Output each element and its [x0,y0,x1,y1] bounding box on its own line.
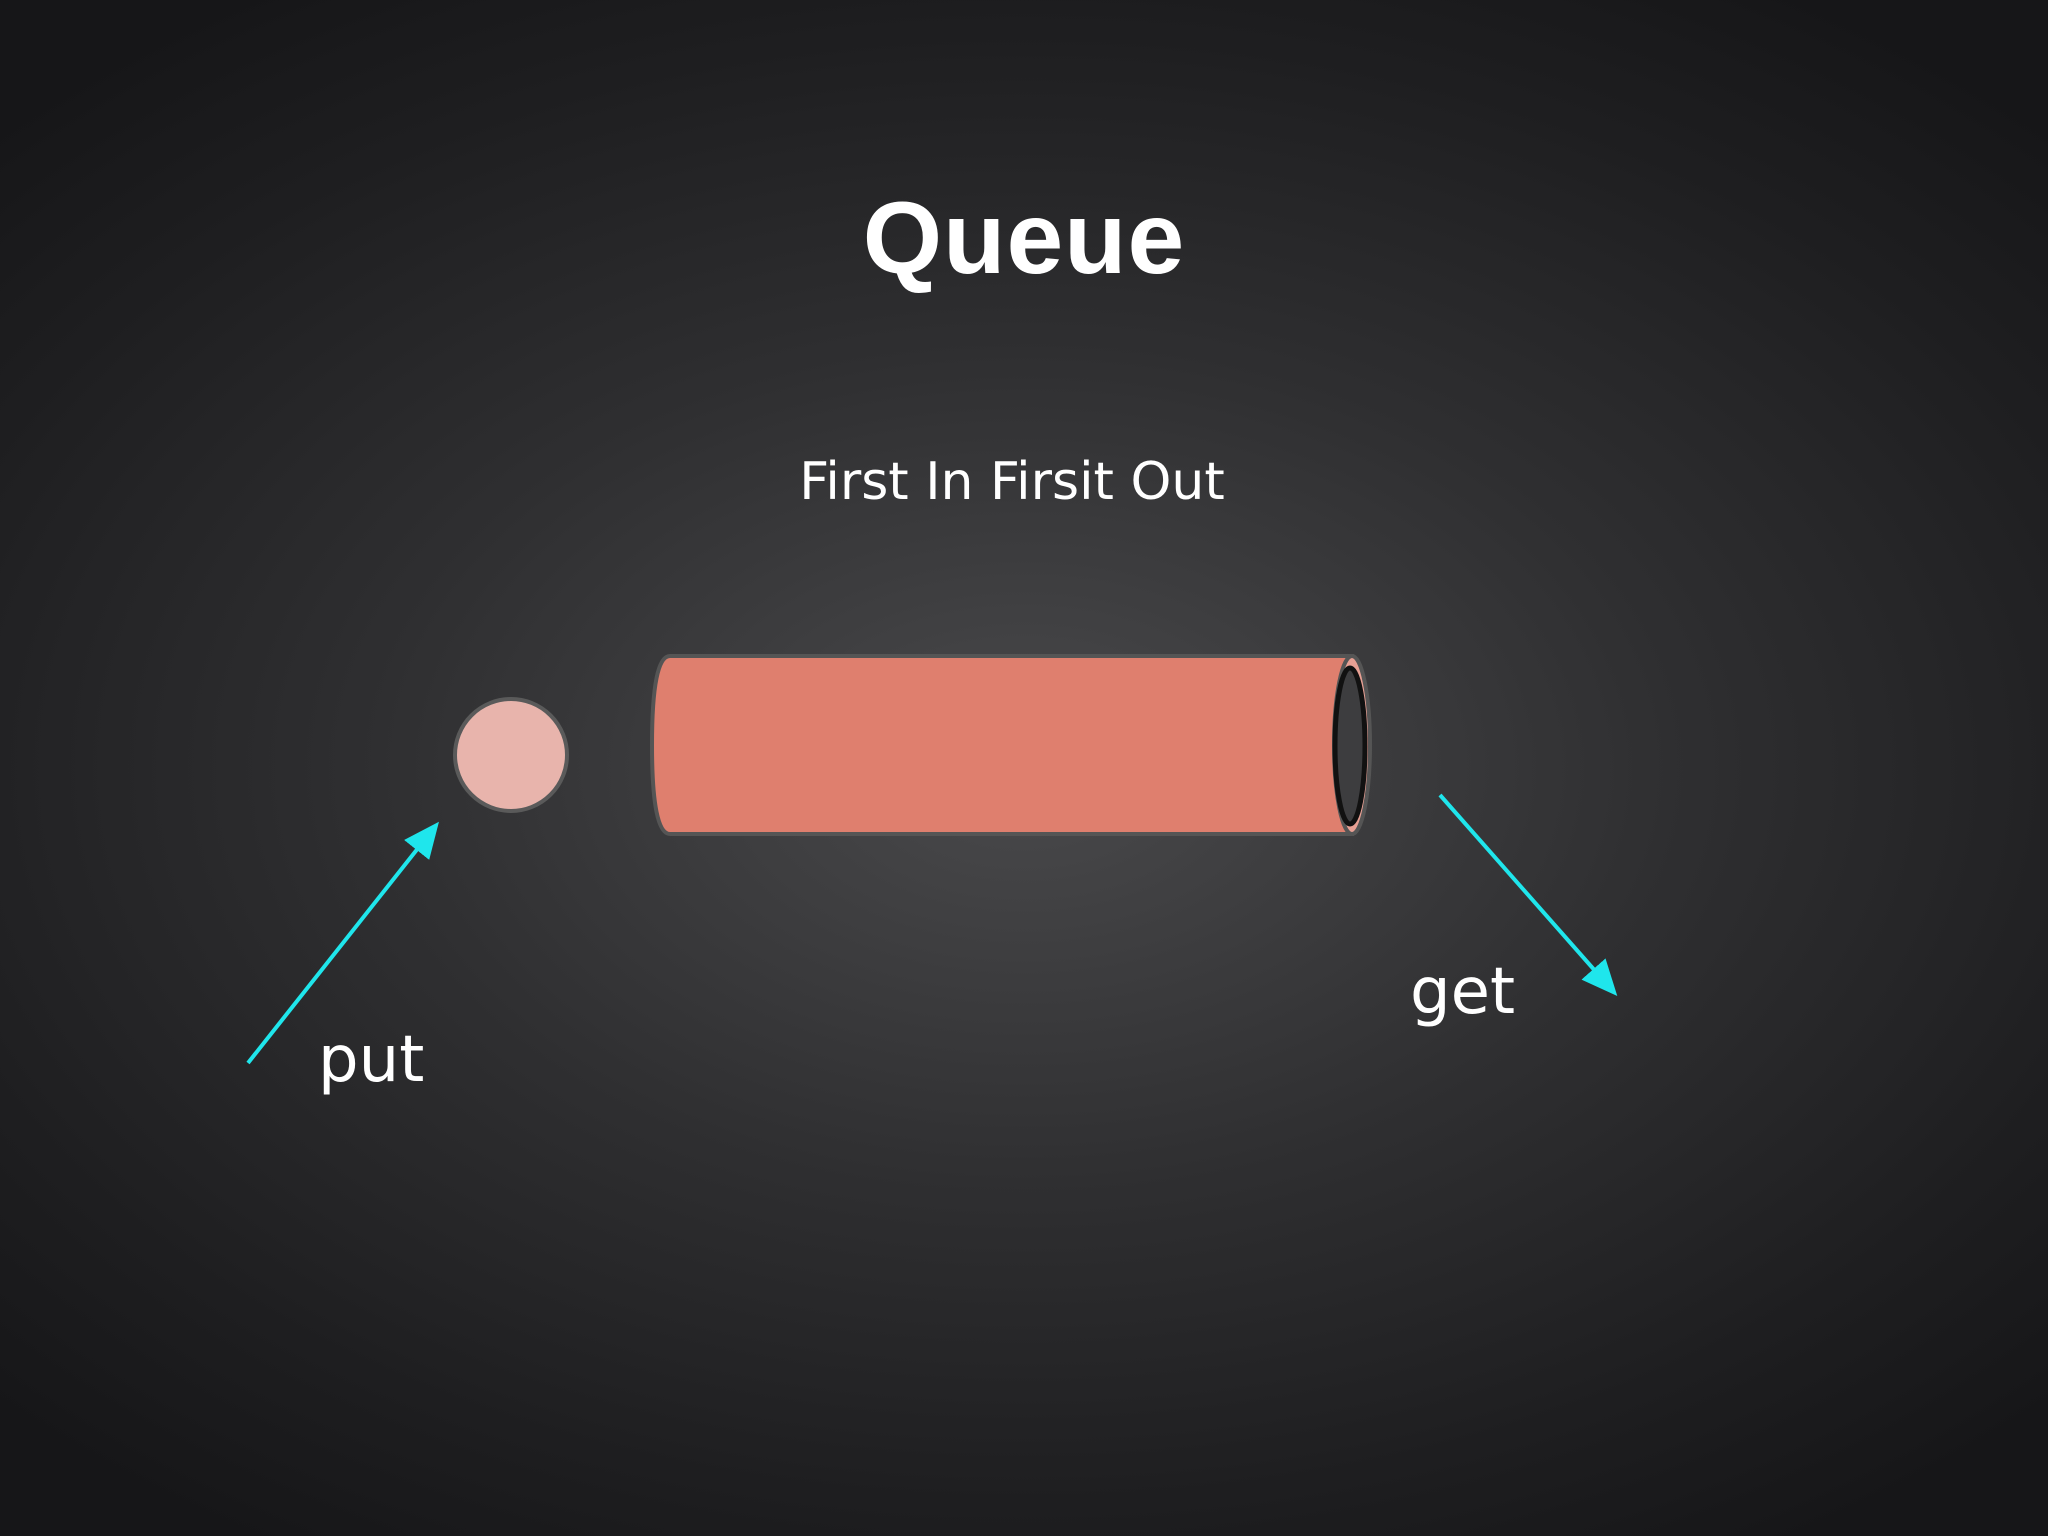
get-arrow [1438,793,1618,996]
slide-title: Queue [862,181,1186,295]
get-label: get [1410,955,1516,1029]
queue-tube-body [649,654,1354,836]
put-label: put [318,1023,425,1097]
queue-item-ball [453,697,569,813]
put-arrow [246,821,439,1065]
slide-subtitle: First In Firsit Out [799,452,1225,512]
queue-tube-opening [1332,665,1368,827]
